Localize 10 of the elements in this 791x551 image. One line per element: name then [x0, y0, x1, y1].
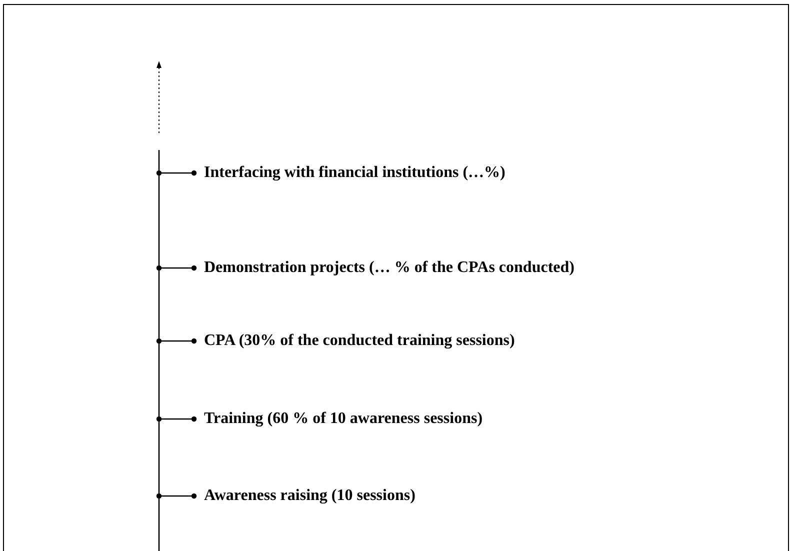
connector-line [156, 265, 197, 271]
milestone-label: Awareness raising (10 sessions) [204, 486, 416, 506]
milestone-label: Demonstration projects (… % of the CPAs conducted) [204, 258, 576, 278]
connector-line [156, 338, 197, 344]
connector-line [156, 416, 197, 422]
milestone-label: CPA (30% of the conducted training sessions) [204, 331, 516, 351]
milestone-label: Interfacing with financial institutions (…%) [204, 163, 506, 183]
milestone-label: Training (60 % of 10 awareness sessions) [204, 409, 484, 429]
connector-line [156, 170, 197, 176]
connector-line [156, 493, 197, 499]
